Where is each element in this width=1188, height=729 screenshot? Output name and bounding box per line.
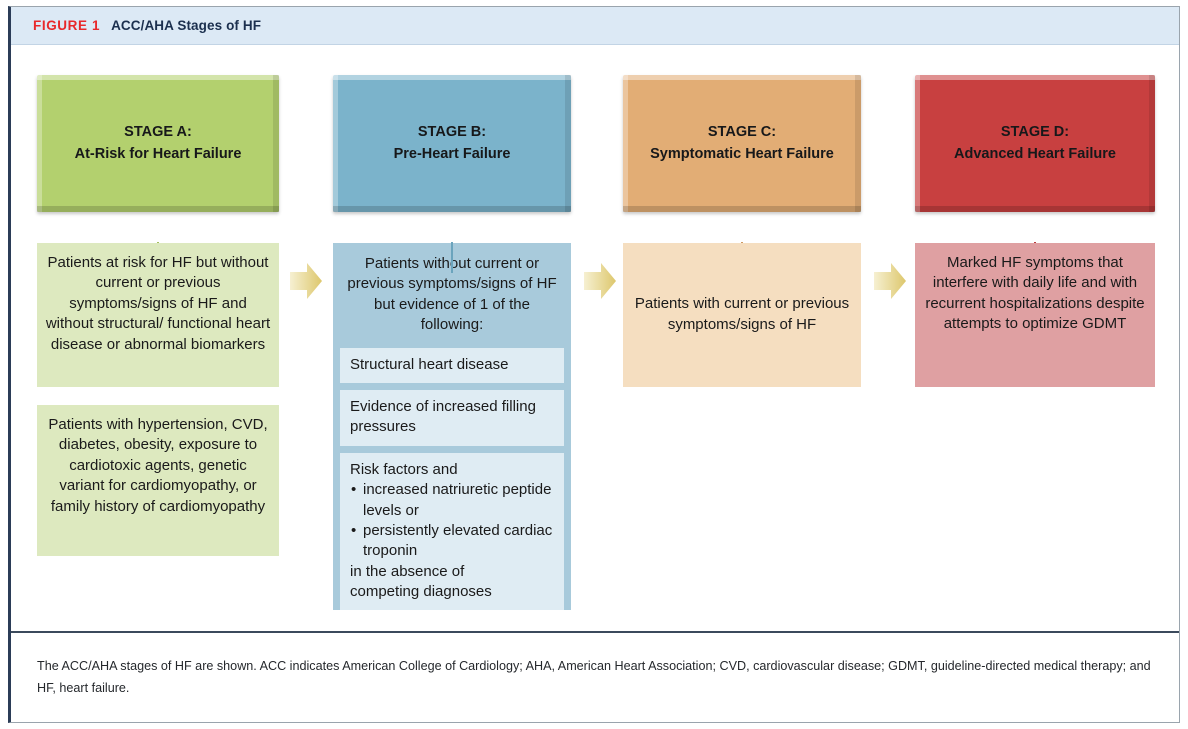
stage-a-gap	[37, 212, 279, 243]
stage-b-connector-stem	[451, 242, 453, 273]
stage-d-heading-line2: Advanced Heart Failure	[954, 145, 1116, 162]
stage-c-gap	[623, 212, 861, 243]
footnote-divider	[11, 631, 1179, 633]
arrow-c-to-d-icon	[873, 261, 907, 301]
footnote: The ACC/AHA stages of HF are shown. ACC …	[11, 633, 1179, 722]
bevel-right	[565, 75, 571, 212]
figure-header: FIGURE 1 ACC/AHA Stages of HF	[11, 7, 1179, 45]
stage-c-panel-1: Patients with current or previous sympto…	[623, 243, 861, 387]
arrow-a-to-b-icon	[289, 261, 323, 301]
bevel-bottom	[915, 206, 1155, 212]
stage-b-gap	[333, 212, 571, 243]
stage-c-heading-line1: STAGE C:	[707, 124, 777, 141]
stage-d-heading-line1: STAGE D:	[1000, 124, 1070, 141]
stage-column-c: STAGE C: Symptomatic Heart Failure Patie…	[623, 75, 861, 387]
stage-a-heading: STAGE A: At-Risk for Heart Failure	[67, 122, 250, 164]
arrow-b-to-c-icon	[583, 261, 617, 301]
bevel-left	[623, 75, 628, 212]
figure-number: FIGURE 1	[33, 18, 101, 33]
stage-b-risk-bullet-list: increased natriuretic peptide levels or …	[350, 480, 554, 562]
stage-b-header-box[interactable]: STAGE B: Pre-Heart Failure	[333, 75, 571, 212]
stage-b-risk-intro: Risk factors and	[350, 460, 458, 478]
stage-c-panel-1-text: Patients with current or previous sympto…	[634, 295, 850, 333]
bevel-left	[37, 75, 42, 212]
bevel-top	[333, 75, 571, 80]
stage-a-heading-line2: At-Risk for Heart Failure	[74, 145, 242, 162]
stage-c-header-box[interactable]: STAGE C: Symptomatic Heart Failure	[623, 75, 861, 212]
figure-frame: FIGURE 1 ACC/AHA Stages of HF STAGE A: A…	[8, 6, 1180, 723]
stage-c-heading-line2: Symptomatic Heart Failure	[650, 145, 834, 162]
stage-d-panel-1: Marked HF symptoms that interfere with d…	[915, 243, 1155, 387]
bevel-right	[273, 75, 279, 212]
stage-d-gap	[915, 212, 1155, 243]
stage-d-heading: STAGE D: Advanced Heart Failure	[946, 122, 1124, 164]
bevel-bottom	[37, 206, 279, 212]
stage-b-risk-outro-2: competing diagnoses	[350, 583, 492, 601]
figure-title: ACC/AHA Stages of HF	[111, 18, 262, 33]
stage-b-heading: STAGE B: Pre-Heart Failure	[386, 122, 519, 164]
stage-column-d: STAGE D: Advanced Heart Failure Marked H…	[915, 75, 1155, 387]
stage-b-sub-item-1: Structural heart disease	[340, 347, 564, 383]
stage-column-b: STAGE B: Pre-Heart Failure Patients with…	[333, 75, 571, 619]
bevel-left	[333, 75, 338, 212]
bevel-bottom	[623, 206, 861, 212]
stage-b-risk-factors-box: Risk factors and increased natriuretic p…	[340, 452, 564, 611]
stage-b-sub-item-2: Evidence of increased filling pressures	[340, 389, 564, 446]
stage-b-risk-bullet-2: persistently elevated cardiac troponin	[350, 521, 554, 562]
stage-b-risk-bullet-1: increased natriuretic peptide levels or	[350, 480, 554, 521]
stage-c-heading: STAGE C: Symptomatic Heart Failure	[642, 122, 842, 164]
bevel-right	[1149, 75, 1155, 212]
bevel-top	[623, 75, 861, 80]
stage-b-detail-container: Patients without current or previous sym…	[333, 243, 571, 611]
stage-a-gap-2	[37, 387, 279, 405]
stage-a-heading-line1: STAGE A:	[124, 124, 192, 141]
stage-column-a: STAGE A: At-Risk for Heart Failure Patie…	[37, 75, 279, 556]
bevel-bottom	[333, 206, 571, 212]
stage-a-panel-1: Patients at risk for HF but without curr…	[37, 243, 279, 387]
diagram-canvas: STAGE A: At-Risk for Heart Failure Patie…	[11, 45, 1179, 631]
stage-b-risk-outro-1: in the absence of	[350, 562, 465, 580]
bevel-left	[915, 75, 920, 212]
stage-a-header-box[interactable]: STAGE A: At-Risk for Heart Failure	[37, 75, 279, 212]
bevel-top	[915, 75, 1155, 80]
stage-a-panel-2: Patients with hypertension, CVD, diabete…	[37, 405, 279, 556]
bevel-right	[855, 75, 861, 212]
bevel-top	[37, 75, 279, 80]
stage-b-heading-line2: Pre-Heart Failure	[393, 145, 511, 162]
stage-b-heading-line1: STAGE B:	[417, 124, 487, 141]
stage-d-header-box[interactable]: STAGE D: Advanced Heart Failure	[915, 75, 1155, 212]
